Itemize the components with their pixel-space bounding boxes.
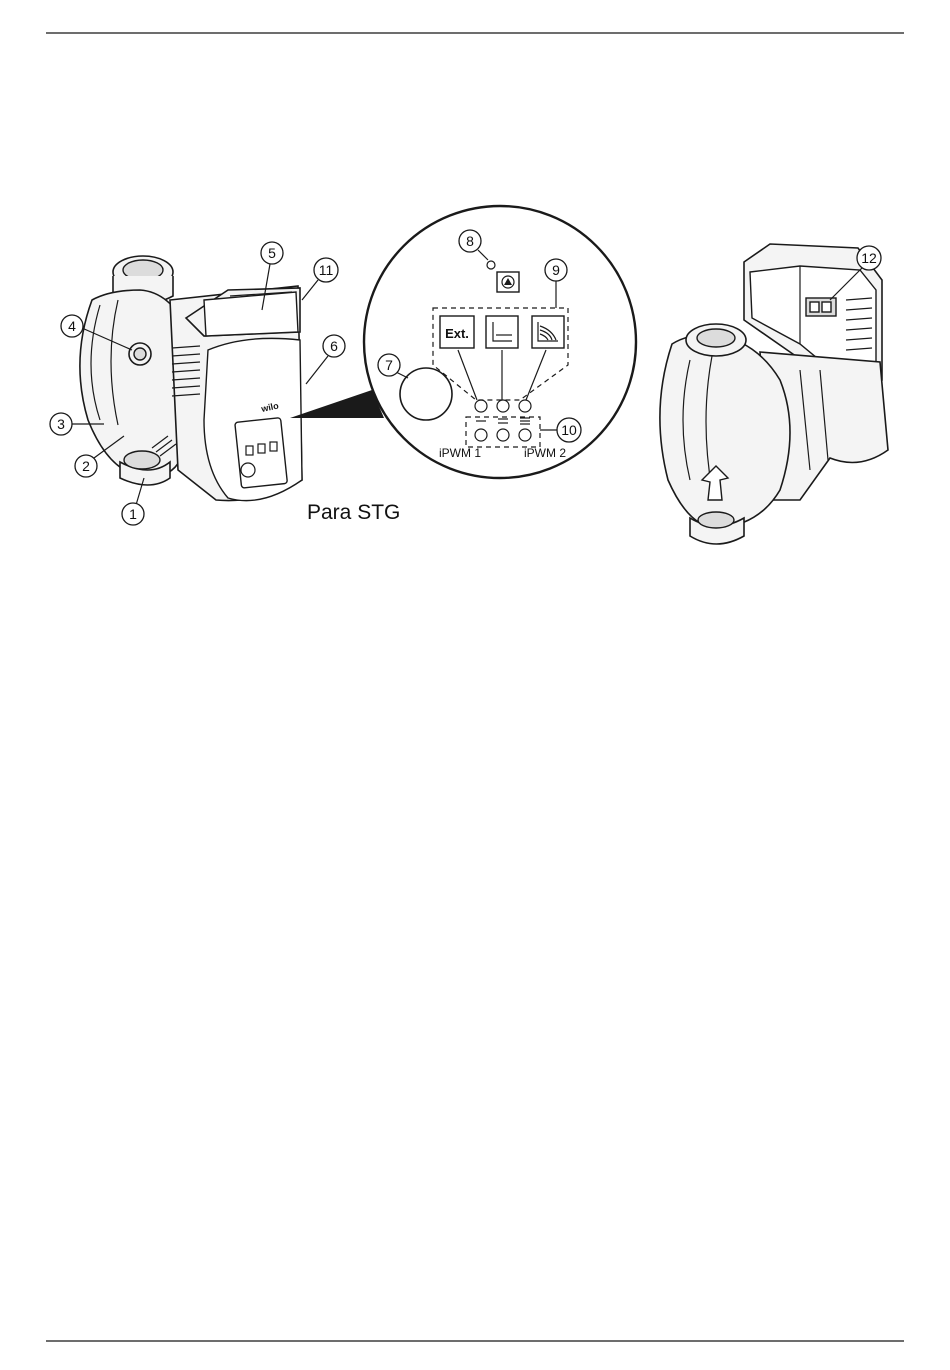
svg-text:9: 9: [552, 262, 560, 278]
svg-text:2: 2: [82, 458, 90, 474]
svg-text:10: 10: [561, 422, 577, 438]
ipwm2-label: iPWM 2: [524, 446, 566, 460]
svg-text:11: 11: [319, 262, 334, 278]
svg-text:12: 12: [861, 250, 877, 266]
pump-front-view: wilo: [80, 256, 302, 501]
svg-text:1: 1: [129, 506, 137, 522]
figure-caption: Para STG: [307, 501, 400, 524]
selection-knob[interactable]: [400, 368, 452, 420]
svg-text:6: 6: [330, 338, 338, 354]
ext-mode-label: Ext.: [445, 326, 469, 341]
ipwm1-label: iPWM 1: [439, 446, 481, 460]
pump-rear-view: [660, 244, 888, 544]
variable-curve-button[interactable]: [532, 316, 564, 348]
svg-text:7: 7: [385, 357, 393, 373]
svg-text:3: 3: [57, 416, 65, 432]
svg-text:8: 8: [466, 233, 474, 249]
svg-text:4: 4: [68, 318, 76, 334]
constant-curve-button[interactable]: [486, 316, 518, 348]
svg-text:5: 5: [268, 245, 276, 261]
